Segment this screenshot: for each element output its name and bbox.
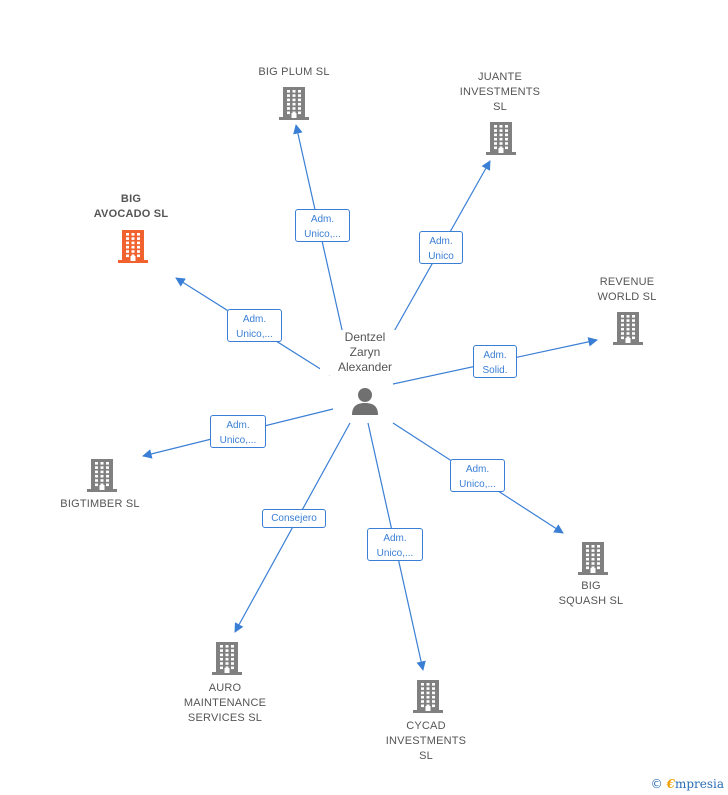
company-label-revenue-world[interactable]: REVENUE WORLD SL [597, 276, 657, 303]
building-icon[interactable] [87, 458, 117, 492]
building-icon[interactable] [578, 541, 608, 575]
edge-label-revenue-world[interactable]: Adm. Solid. [473, 345, 517, 378]
company-label-big-plum[interactable]: BIG PLUM SL [258, 65, 330, 78]
copyright-symbol: © [650, 777, 663, 791]
building-icon[interactable] [118, 229, 148, 263]
building-icon[interactable] [486, 121, 516, 155]
brand-initial: € [666, 777, 675, 791]
company-label-auro-maintenance[interactable]: AURO MAINTENANCE SERVICES SL [183, 681, 267, 724]
edge-label-juante-investments[interactable]: Adm. Unico [419, 231, 463, 264]
edge-label-bigtimber[interactable]: Adm. Unico,... [210, 415, 266, 448]
edge-label-big-squash[interactable]: Adm. Unico,... [450, 459, 505, 492]
company-label-cycad-investments[interactable]: CYCAD INVESTMENTS SL [385, 719, 467, 762]
company-label-bigtimber[interactable]: BIGTIMBER SL [60, 497, 140, 510]
building-icon[interactable] [413, 679, 443, 713]
footer-brand: ©€mpresia [651, 777, 724, 791]
edge-label-auro-maintenance[interactable]: Consejero [262, 509, 326, 528]
brand-name: mpresia [674, 777, 724, 791]
edge-label-big-plum[interactable]: Adm. Unico,... [295, 209, 350, 242]
company-label-juante-investments[interactable]: JUANTE INVESTMENTS SL [459, 70, 541, 113]
building-icon[interactable] [212, 641, 242, 675]
building-icon[interactable] [613, 311, 643, 345]
company-label-big-squash[interactable]: BIG SQUASH SL [558, 580, 624, 607]
building-icon[interactable] [279, 86, 309, 120]
company-label-big-avocado[interactable]: BIG AVOCADO SL [93, 193, 169, 220]
person-icon[interactable] [350, 386, 380, 416]
edge-label-cycad-investments[interactable]: Adm. Unico,... [367, 528, 423, 561]
edge-label-big-avocado[interactable]: Adm. Unico,... [227, 309, 282, 342]
person-name-label[interactable]: Dentzel Zaryn Alexander [320, 329, 410, 375]
